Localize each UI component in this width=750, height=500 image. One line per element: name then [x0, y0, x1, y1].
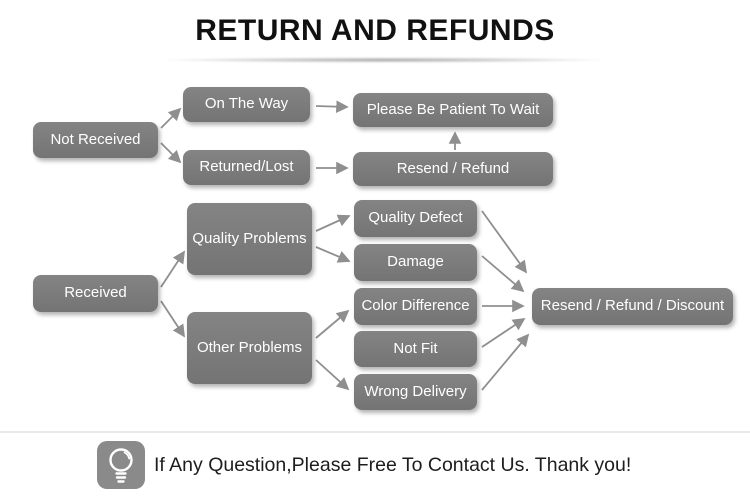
flow-arrow-not-received-to-on-the-way	[160, 107, 182, 129]
flow-node-not-received: Not Received	[33, 122, 158, 158]
footer-note: If Any Question,Please Free To Contact U…	[97, 441, 631, 489]
flow-node-damage: Damage	[354, 244, 477, 281]
flow-node-received: Received	[33, 275, 158, 312]
flow-arrow-other-problems-to-color-difference	[315, 309, 350, 339]
light-bulb-glyph	[109, 448, 133, 483]
flow-arrow-on-the-way-to-please-be-patient	[315, 100, 349, 113]
flow-arrow-not-fit-to-resend-refund-discount	[481, 318, 526, 348]
flow-arrow-quality-defect-to-resend-refund-discount	[481, 210, 528, 274]
flow-node-please-be-patient: Please Be Patient To Wait	[353, 93, 553, 127]
flow-node-returned-lost: Returned/Lost	[183, 150, 310, 185]
flow-node-on-the-way: On The Way	[183, 87, 310, 122]
flow-node-wrong-delivery: Wrong Delivery	[354, 374, 477, 410]
flow-arrow-quality-problems-to-damage	[315, 246, 351, 263]
flow-node-quality-problems: Quality Problems	[187, 203, 312, 275]
flow-arrow-damage-to-resend-refund-discount	[481, 255, 525, 293]
flow-node-other-problems: Other Problems	[187, 312, 312, 384]
footer-text: If Any Question,Please Free To Contact U…	[154, 453, 632, 476]
flow-node-resend-refund-discount: Resend / Refund / Discount	[532, 288, 733, 325]
flow-arrow-not-received-to-returned-lost	[160, 142, 182, 164]
flow-arrow-received-to-quality-problems	[160, 250, 185, 288]
flow-node-color-difference: Color Difference	[354, 288, 477, 325]
footer-divider	[0, 431, 750, 433]
flow-node-quality-defect: Quality Defect	[354, 200, 477, 237]
flow-arrow-wrong-delivery-to-resend-refund-discount	[481, 333, 530, 391]
flow-arrow-received-to-other-problems	[160, 300, 185, 338]
light-bulb-icon	[97, 441, 145, 489]
page-title: RETURN AND REFUNDS	[195, 14, 555, 47]
flow-arrow-other-problems-to-wrong-delivery	[315, 359, 350, 391]
flow-node-not-fit: Not Fit	[354, 331, 477, 367]
title-underline	[158, 57, 610, 63]
flow-node-resend-refund: Resend / Refund	[353, 152, 553, 186]
flow-arrow-quality-problems-to-quality-defect	[315, 214, 351, 232]
